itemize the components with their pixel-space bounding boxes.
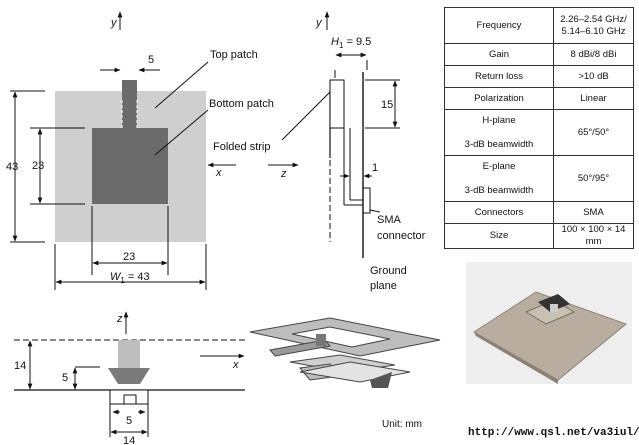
spec-val-gain: 8 dBi/8 dBi (553, 43, 634, 66)
dim-14-bottom: 14 (123, 435, 135, 445)
spec-key-connectors: Connectors (444, 201, 554, 224)
top-view: y x 5 43 23 23 W1 = 43 Top patch Bot (6, 11, 274, 290)
exploded-3d-view (249, 317, 441, 388)
dim-5-top: 5 (148, 54, 154, 66)
spec-key-frequency: Frequency (444, 7, 554, 44)
x-axis-label-3: x (232, 359, 239, 371)
dim-H1: H1 = 9.5 (331, 36, 371, 50)
spec-row-frequency: Frequency 2.26–2.54 GHz/5.14–6.10 GHz (444, 7, 634, 44)
side-view: y z H1 = 9.5 15 1 Folded strip SMA conne… (213, 11, 426, 292)
spec-row-polarization: Polarization Linear (444, 87, 634, 110)
label-ground-line2: plane (370, 280, 397, 292)
y-axis-label: y (110, 17, 118, 29)
label-ground-line1: Ground (370, 265, 407, 277)
z-axis-label-2: z (280, 168, 287, 180)
spec-val-h-plane: 65°/50° (553, 109, 634, 156)
dim-23-width: 23 (123, 251, 135, 263)
spec-key-size: Size (444, 223, 554, 249)
spec-val-size: 100 × 100 × 14 mm (553, 223, 634, 249)
spec-val-e-plane: 50°/95° (553, 155, 634, 202)
label-bottom-patch: Bottom patch (209, 98, 274, 110)
spec-key-gain: Gain (444, 43, 554, 66)
feed-strip (122, 80, 137, 130)
spec-row-size: Size 100 × 100 × 14 mm (444, 223, 634, 249)
y-axis-label-2: y (315, 17, 323, 29)
spec-row-return-loss: Return loss >10 dB (444, 65, 634, 88)
label-sma-line1: SMA (377, 214, 402, 226)
label-sma-line2: connector (377, 230, 426, 242)
spec-val-return-loss: >10 dB (553, 65, 634, 88)
dim-5-side: 5 (62, 372, 68, 384)
spec-table: Frequency 2.26–2.54 GHz/5.14–6.10 GHz Ga… (444, 7, 634, 249)
dim-23-height: 23 (32, 160, 44, 172)
spec-row-connectors: Connectors SMA (444, 201, 634, 224)
spec-key-polarization: Polarization (444, 87, 554, 110)
dim-15: 15 (381, 99, 393, 111)
label-top-patch: Top patch (210, 49, 258, 61)
spec-key-return-loss: Return loss (444, 65, 554, 88)
label-folded-strip: Folded strip (213, 141, 270, 153)
x-axis-label: x (215, 167, 222, 179)
dim-43-height: 43 (6, 161, 18, 173)
dim-W1: W1 = 43 (110, 271, 150, 285)
dim-1: 1 (372, 162, 378, 174)
spec-val-frequency: 2.26–2.54 GHz/5.14–6.10 GHz (553, 7, 634, 44)
source-url: http://www.qsl.net/va3iul/ (468, 427, 639, 439)
dim-5-bottom: 5 (126, 415, 132, 427)
antenna-photo (466, 262, 632, 384)
bottom-patch (92, 128, 168, 204)
z-axis-label-3: z (116, 313, 123, 325)
dim-14-side: 14 (14, 360, 26, 372)
unit-label: Unit: mm (382, 419, 422, 430)
spec-row-gain: Gain 8 dBi/8 dBi (444, 43, 634, 66)
spec-val-connectors: SMA (553, 201, 634, 224)
spec-val-polarization: Linear (553, 87, 634, 110)
section-view: 14 5 z x 14 5 (14, 311, 245, 445)
sma-connector (362, 187, 371, 214)
